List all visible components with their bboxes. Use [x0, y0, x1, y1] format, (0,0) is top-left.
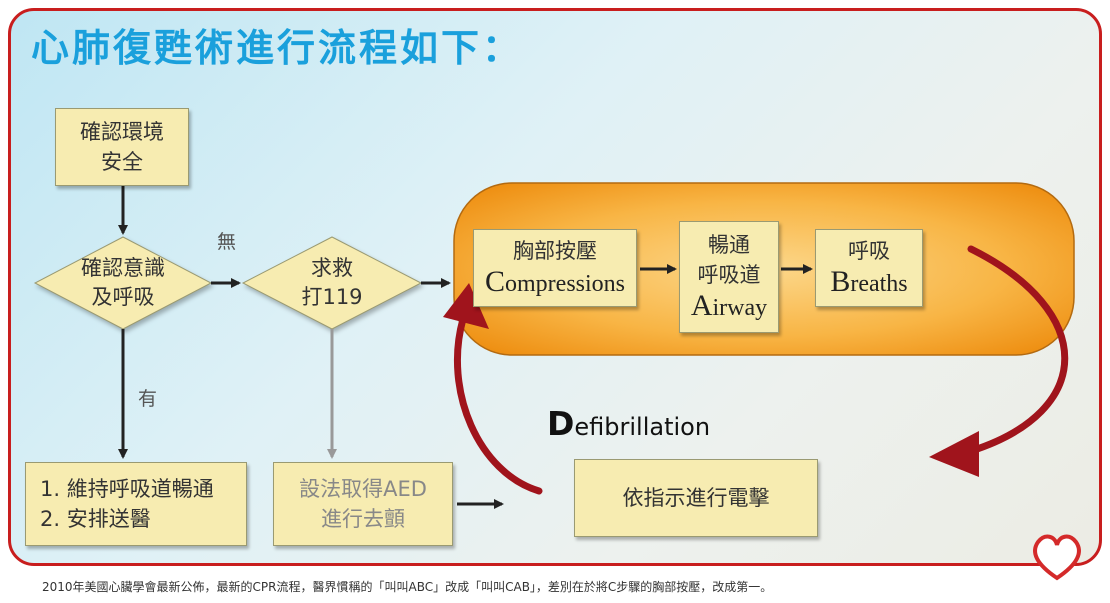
get-aed-line1: 設法取得AED — [299, 477, 427, 501]
compressions-english: Compressions — [485, 266, 625, 300]
call-help-line2: 打119 — [301, 285, 363, 309]
compressions-initial: C — [484, 265, 505, 298]
confirm-environment-line2: 安全 — [101, 150, 143, 174]
confirm-environment-line1: 確認環境 — [80, 120, 164, 144]
diagram-card: 心肺復甦術進行流程如下： — [8, 8, 1102, 566]
shock-box: 依指示進行電擊 — [574, 459, 818, 537]
loop-arrowhead-right — [929, 431, 979, 477]
check-consciousness-label: 確認意識 及呼吸 — [35, 237, 211, 329]
get-aed-box: 設法取得AED 進行去顫 — [273, 462, 453, 546]
heart-logo-icon — [1033, 534, 1081, 581]
compressions-box: 胸部按壓 Compressions — [473, 229, 637, 307]
airway-box: 暢通 呼吸道 Airway — [679, 221, 779, 333]
defibrillation-rest: efibrillation — [574, 413, 711, 441]
airway-line1: 暢通 — [708, 233, 750, 257]
check-consciousness-line2: 及呼吸 — [91, 285, 155, 309]
maintain-airway-box: 1. 維持呼吸道暢通 2. 安排送醫 — [25, 462, 247, 546]
breaths-box: 呼吸 Breaths — [815, 229, 923, 307]
airway-english: Airway — [691, 290, 767, 324]
shock-label: 依指示進行電擊 — [622, 486, 770, 510]
edge-label-yes: 有 — [138, 388, 158, 410]
maintain-line1: 1. 維持呼吸道暢通 — [40, 477, 214, 501]
edge-label-no: 無 — [217, 231, 237, 253]
airway-rest: irway — [712, 295, 768, 321]
defibrillation-initial: D — [547, 404, 575, 443]
defibrillation-label: Defibrillation — [547, 404, 710, 443]
call-help-label: 求救 打119 — [243, 237, 421, 329]
get-aed-line2: 進行去顫 — [321, 507, 405, 531]
airway-line2: 呼吸道 — [697, 263, 761, 287]
check-consciousness-line1: 確認意識 — [81, 256, 165, 280]
breaths-initial: B — [830, 265, 851, 298]
maintain-line2: 2. 安排送醫 — [40, 507, 151, 531]
loop-arrow-shock-to-capsule — [453, 315, 543, 495]
breaths-line1: 呼吸 — [848, 239, 890, 263]
compressions-rest: ompressions — [505, 271, 625, 297]
loop-arrow-capsule-to-shock — [967, 245, 1069, 455]
airway-initial: A — [690, 289, 713, 322]
loop-arrowhead-left — [443, 283, 489, 329]
breaths-english: Breaths — [830, 266, 907, 300]
compressions-line1: 胸部按壓 — [513, 239, 597, 263]
call-help-line1: 求救 — [311, 256, 353, 280]
breaths-rest: reaths — [850, 271, 908, 297]
footnote-text: 2010年美國心臟學會最新公佈，最新的CPR流程，醫界慣稱的「叫叫ABC」改成「… — [42, 580, 773, 594]
page-title: 心肺復甦術進行流程如下： — [31, 26, 524, 70]
confirm-environment-box: 確認環境 安全 — [55, 108, 189, 186]
